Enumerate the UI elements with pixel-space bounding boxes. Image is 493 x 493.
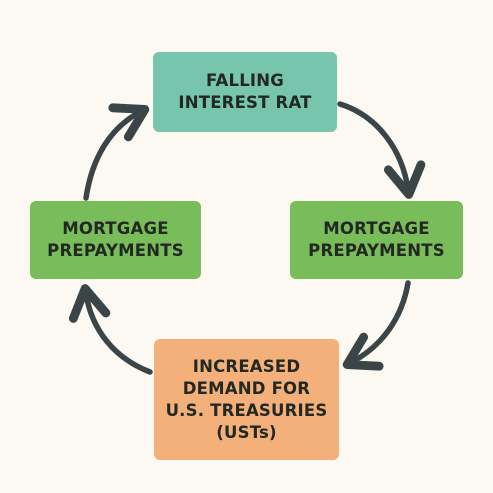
node-increased-demand-usts: INCREASED DEMAND FOR U.S. TREASURIES (US…	[154, 339, 339, 460]
arrow-left-to-top	[83, 103, 150, 201]
node-bottom-line-1: INCREASED	[192, 356, 301, 376]
node-bottom-line-4: (USTs)	[216, 422, 277, 442]
node-left-line-2: PREPAYMENTS	[47, 241, 184, 260]
node-mortgage-prepayments-left: MORTGAGE PREPAYMENTS	[30, 201, 201, 279]
arrow-bottom-to-left	[68, 284, 153, 375]
node-top-line-2: INTEREST RAT	[178, 93, 312, 112]
node-mortgage-prepayments-right: MORTGAGE PREPAYMENTS	[290, 201, 463, 279]
node-bottom-line-3: U.S. TREASURIES	[165, 400, 328, 420]
arrow-right-to-bottom	[342, 280, 411, 371]
node-right-line-2: PREPAYMENTS	[308, 241, 445, 260]
node-top-line-1: FALLING	[205, 71, 285, 90]
arrow-top-to-right	[337, 101, 426, 199]
node-falling-interest-rate: FALLING INTEREST RAT	[153, 52, 337, 132]
node-bottom-line-2: DEMAND FOR	[182, 378, 311, 398]
node-left-line-1: MORTGAGE	[62, 219, 169, 238]
node-right-line-1: MORTGAGE	[323, 219, 430, 238]
